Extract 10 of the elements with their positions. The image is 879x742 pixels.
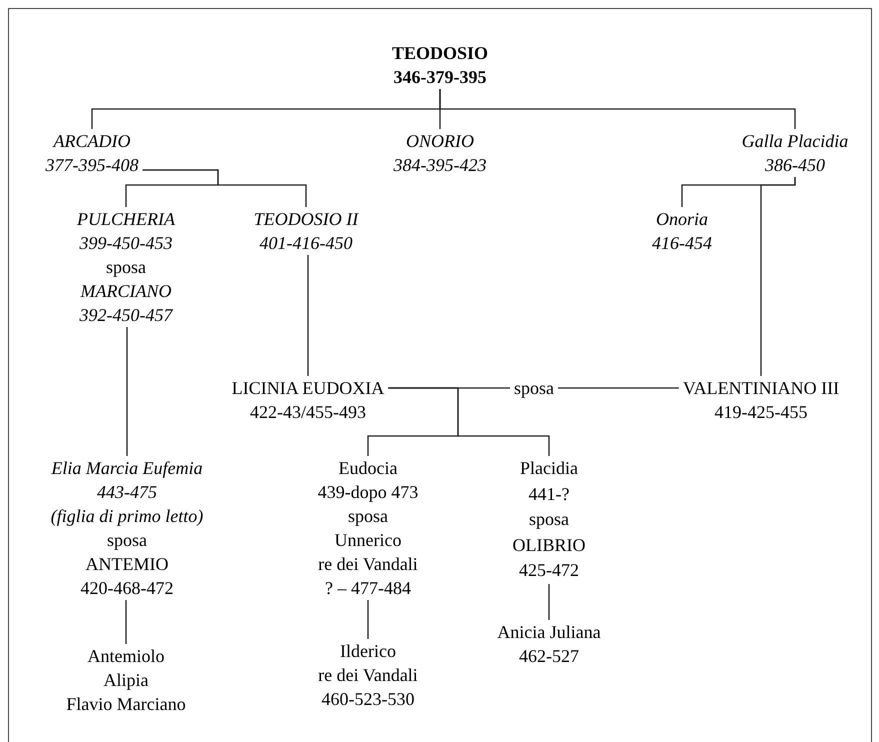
family-line [760,177,796,376]
family-line [388,387,550,456]
family-line [142,169,307,207]
family-line [558,387,679,389]
family-line [126,327,128,456]
family-line [367,600,369,639]
family-line [307,255,309,376]
family-line [548,584,550,620]
family-line [125,600,127,644]
family-line [439,89,796,129]
